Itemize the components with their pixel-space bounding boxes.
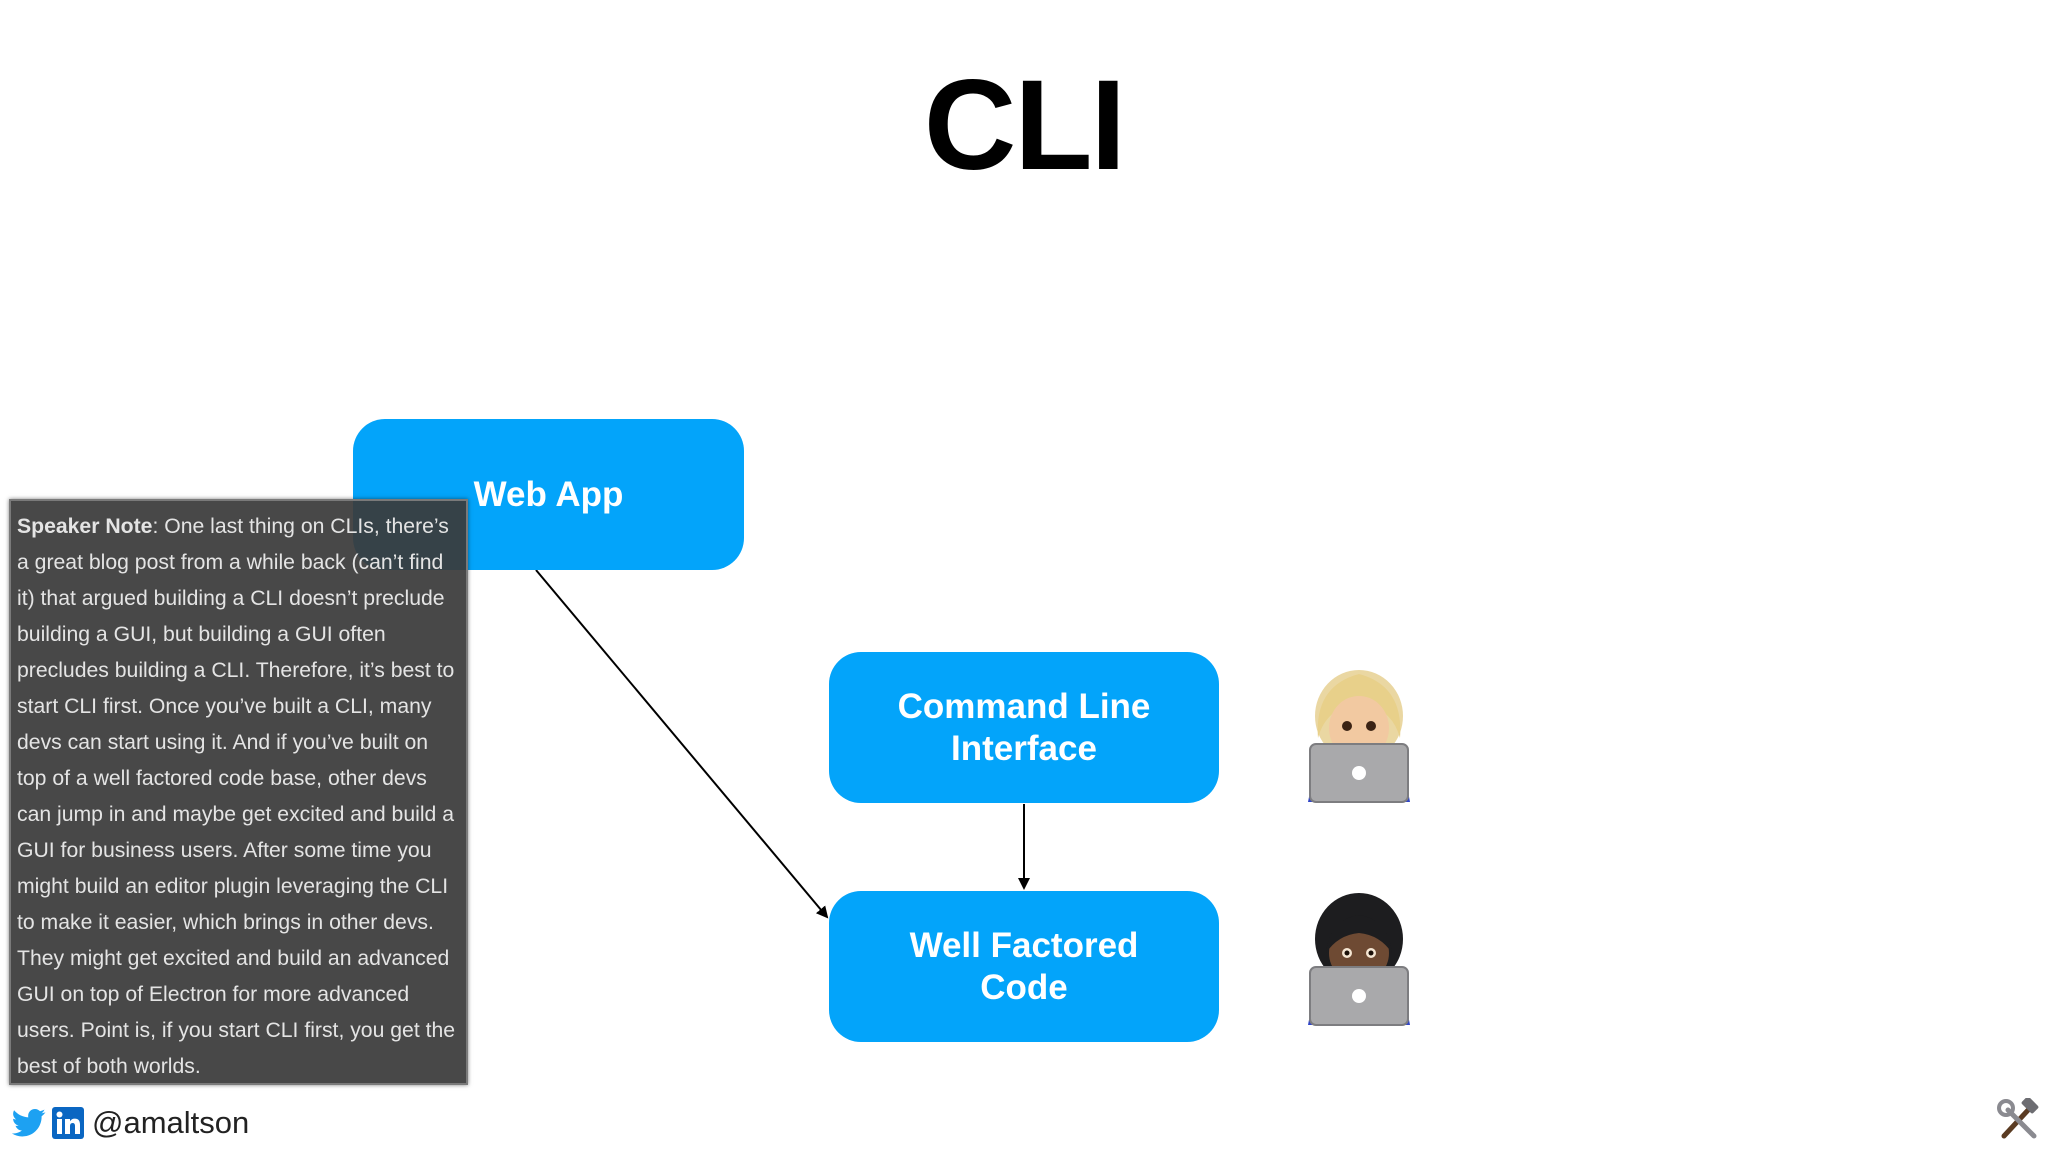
woman-technologist-blonde-icon (1308, 670, 1410, 803)
speaker-note-label: Speaker Note (17, 515, 153, 538)
social-footer: @amaltson (12, 1104, 249, 1142)
code-label: Well Factored Code (909, 925, 1139, 1007)
cli-node: Command Line Interface (829, 652, 1219, 803)
cli-label: Command Line Interface (897, 686, 1151, 768)
well-factored-code-node: Well Factored Code (829, 891, 1219, 1042)
twitter-handle[interactable]: @amaltson (92, 1105, 250, 1140)
slide-title: CLI (923, 54, 1126, 197)
hammer-wrench-icon (1997, 1098, 2039, 1139)
speaker-note-text: : One last thing on CLIs, there’s a grea… (17, 515, 456, 1078)
web-app-label: Web App (473, 474, 624, 514)
speaker-note: Speaker Note: One last thing on CLIs, th… (9, 499, 468, 1085)
woman-technologist-dark-icon (1308, 893, 1410, 1026)
linkedin-icon[interactable] (52, 1107, 84, 1139)
twitter-icon[interactable] (12, 1108, 46, 1138)
arrow-web-to-code (535, 569, 829, 919)
